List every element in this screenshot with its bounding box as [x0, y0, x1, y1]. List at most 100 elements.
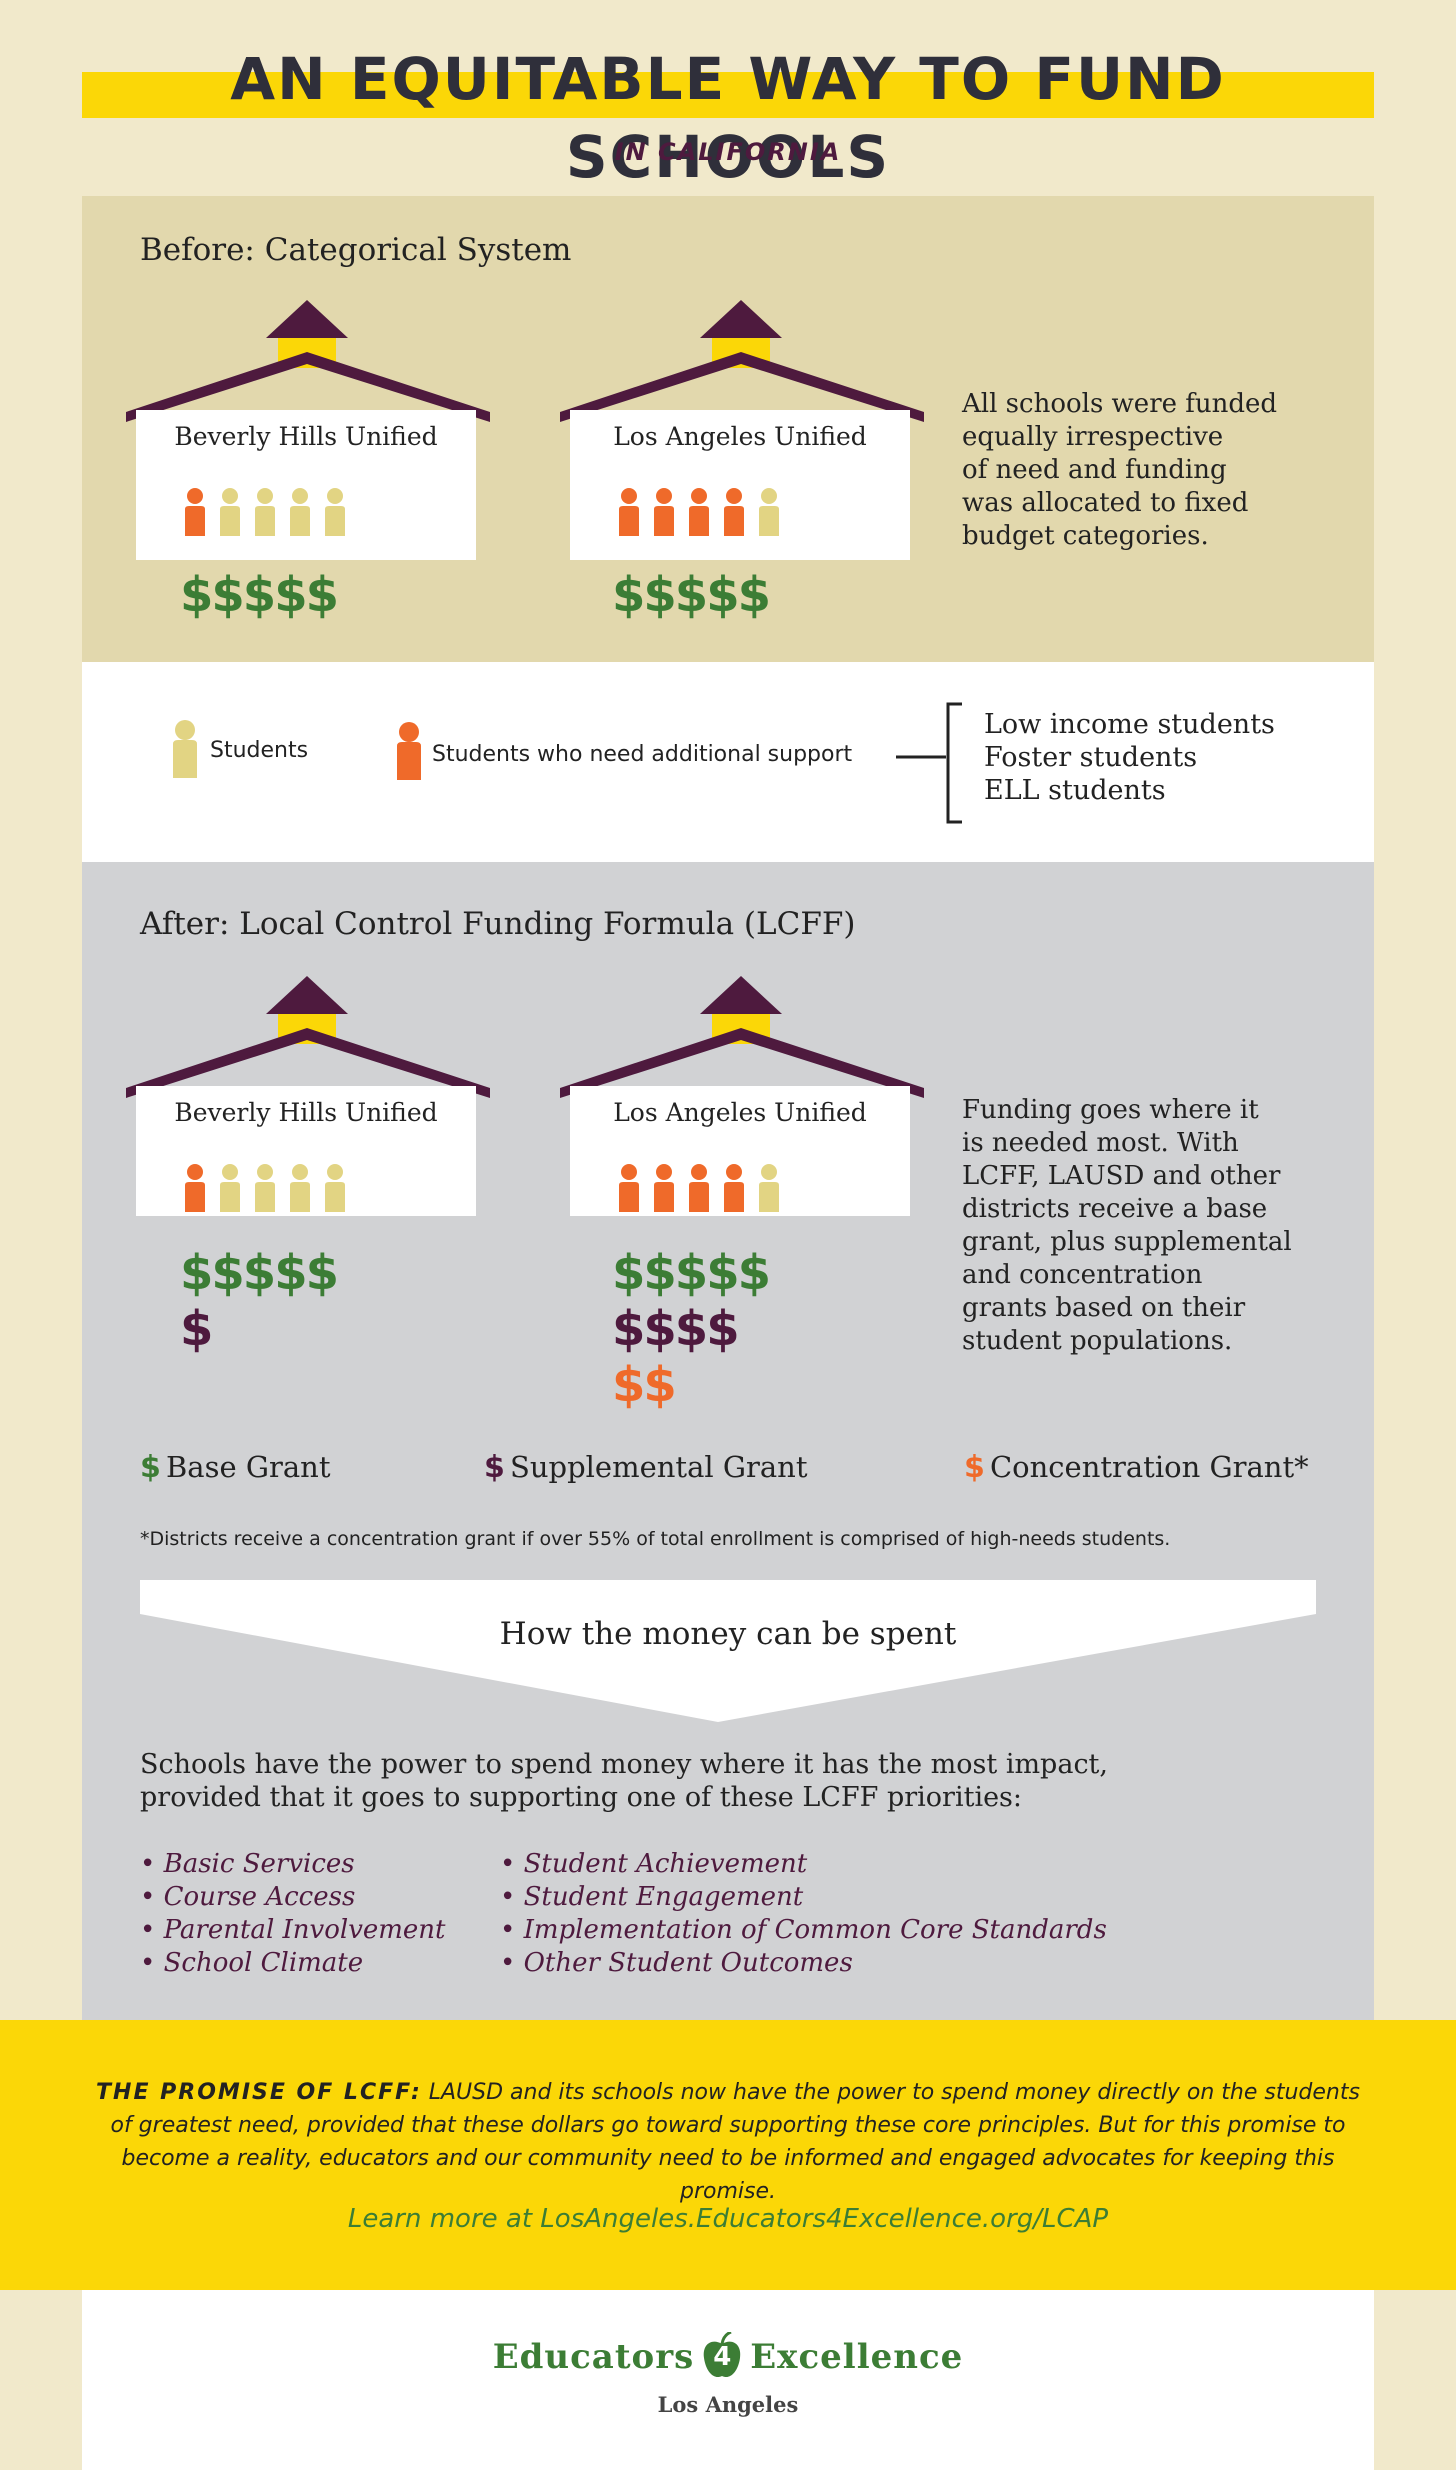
after-la-supplemental-dollars: $$$$ — [612, 1301, 740, 1357]
student-person-icon — [220, 488, 240, 536]
logo-subtitle: Los Angeles — [657, 2392, 799, 2417]
after-section-title: After: Local Control Funding Formula (LC… — [140, 906, 856, 942]
student-person-icon — [325, 488, 345, 536]
student-person-icon — [173, 720, 197, 778]
description-line: student populations. — [962, 1326, 1233, 1356]
spending-banner-title: How the money can be spent — [499, 1616, 957, 1652]
description-line: Funding goes where it — [962, 1095, 1259, 1125]
supplemental-grant-dollar-icon: $ — [484, 1450, 505, 1485]
intro-line: provided that it goes to supporting one … — [140, 1782, 1023, 1813]
priority-item: • Student Engagement — [500, 1882, 804, 1912]
priority-item: • Basic Services — [140, 1849, 355, 1879]
grant-legend-base: $ Base Grant — [140, 1450, 330, 1485]
before-section-title: Before: Categorical System — [140, 232, 572, 268]
learn-more-link[interactable]: Learn more at LosAngeles.Educators4Excel… — [347, 2204, 1109, 2234]
after-la-base-dollars: $$$$$ — [612, 1245, 771, 1301]
student-person-icon — [220, 1164, 240, 1212]
before-la-base-dollars: $$$$$ — [612, 567, 771, 623]
legend-panel — [82, 662, 1374, 862]
after-beverly-base-dollars: $$$$$ — [180, 1245, 339, 1301]
student-person-icon — [255, 488, 275, 536]
student-person-icon — [290, 488, 310, 536]
school-roof-icon — [126, 300, 490, 422]
apple-four-icon: 4 — [702, 2332, 742, 2382]
school-roof-icon — [560, 300, 924, 422]
after-panel — [82, 862, 1374, 2020]
logo-number: 4 — [713, 2342, 732, 2372]
promise-body: LAUSD and its schools now have the power… — [110, 2080, 1360, 2204]
legend-students-label: Students — [210, 738, 309, 763]
student-person-icon — [255, 1164, 275, 1212]
before-school-los-angeles: Los Angeles Unified — [560, 300, 924, 560]
after-school-beverly-hills: Beverly Hills Unified — [126, 976, 490, 1236]
legend-needs-support-label: Students who need additional support — [432, 742, 853, 767]
school-name: Beverly Hills Unified — [174, 422, 438, 451]
description-line: districts receive a base — [962, 1194, 1268, 1224]
grant-legend-concentration: $ Concentration Grant* — [964, 1450, 1309, 1485]
description-line: budget categories. — [962, 521, 1209, 551]
needs-support-person-icon — [689, 488, 709, 536]
after-school-los-angeles: Los Angeles Unified — [560, 976, 924, 1236]
concentration-footnote: *Districts receive a concentration grant… — [140, 1528, 1171, 1550]
needs-support-person-icon — [185, 488, 205, 536]
before-description: All schools were funded equally irrespec… — [962, 388, 1342, 553]
support-group-item: Low income students — [984, 709, 1275, 740]
description-line: is needed most. With — [962, 1128, 1239, 1158]
title-highlight-bar — [82, 72, 1374, 118]
supplemental-grant-label: Supplemental Grant — [509, 1450, 808, 1484]
concentration-grant-label: Concentration Grant* — [989, 1450, 1309, 1484]
priorities-list-left: • Basic Services • Course Access • Paren… — [140, 1848, 446, 1980]
e4e-logo: Educators 4 Excellence — [0, 2332, 1456, 2382]
after-description: Funding goes where it is needed most. Wi… — [962, 1094, 1362, 1358]
promise-panel — [0, 2020, 1456, 2290]
student-person-icon — [759, 488, 779, 536]
school-name: Los Angeles Unified — [613, 1098, 867, 1127]
base-grant-label: Base Grant — [165, 1450, 331, 1484]
school-roof-icon — [126, 976, 490, 1098]
support-groups-list: Low income students Foster students ELL … — [984, 708, 1275, 807]
school-roof-icon — [560, 976, 924, 1098]
priority-item: • Parental Involvement — [140, 1915, 446, 1945]
promise-heading: THE PROMISE OF LCFF: — [96, 2080, 422, 2105]
school-name: Beverly Hills Unified — [174, 1098, 438, 1127]
priority-item: • Course Access — [140, 1882, 356, 1912]
logo-word-excellence: Excellence — [750, 2337, 964, 2377]
grant-legend-supplemental: $ Supplemental Grant — [484, 1450, 808, 1485]
needs-support-person-icon — [619, 488, 639, 536]
needs-support-person-icon — [689, 1164, 709, 1212]
needs-support-person-icon — [724, 1164, 744, 1212]
description-line: equally irrespective — [962, 422, 1224, 452]
description-line: grant, plus supplemental — [962, 1227, 1292, 1257]
promise-paragraph: THE PROMISE OF LCFF: LAUSD and its schoo… — [96, 2076, 1360, 2208]
concentration-grant-dollar-icon: $ — [964, 1450, 985, 1485]
description-line: of need and funding — [962, 455, 1227, 485]
description-line: LCFF, LAUSD and other — [962, 1161, 1281, 1191]
needs-support-person-icon — [185, 1164, 205, 1212]
page-title: AN EQUITABLE WAY TO FUND SCHOOLS — [230, 45, 1226, 191]
needs-support-person-icon — [619, 1164, 639, 1212]
after-la-concentration-dollars: $$ — [612, 1357, 677, 1413]
description-line: grants based on their — [962, 1293, 1246, 1323]
base-grant-dollar-icon: $ — [140, 1450, 161, 1485]
page-subtitle: IN CALIFORNIA — [614, 138, 842, 166]
after-beverly-supplemental-dollars: $ — [180, 1301, 213, 1357]
support-group-item: Foster students — [984, 742, 1198, 773]
description-line: and concentration — [962, 1260, 1203, 1290]
intro-line: Schools have the power to spend money wh… — [140, 1749, 1108, 1780]
priority-item: • Implementation of Common Core Standard… — [500, 1915, 1107, 1945]
bracket-connector — [896, 702, 962, 824]
student-person-icon — [290, 1164, 310, 1212]
priorities-list-right: • Student Achievement • Student Engageme… — [500, 1848, 1107, 1980]
student-person-icon — [759, 1164, 779, 1212]
logo-word-educators: Educators — [492, 2337, 695, 2377]
needs-support-person-icon — [397, 722, 421, 780]
priority-item: • Other Student Outcomes — [500, 1948, 853, 1978]
before-school-beverly-hills: Beverly Hills Unified — [126, 300, 490, 560]
description-line: All schools were funded — [962, 389, 1278, 419]
support-group-item: ELL students — [984, 775, 1166, 806]
footer-panel — [82, 2290, 1374, 2470]
spending-banner-arrow — [140, 1580, 1316, 1722]
needs-support-person-icon — [654, 488, 674, 536]
needs-support-person-icon — [654, 1164, 674, 1212]
spending-intro: Schools have the power to spend money wh… — [140, 1748, 1108, 1814]
